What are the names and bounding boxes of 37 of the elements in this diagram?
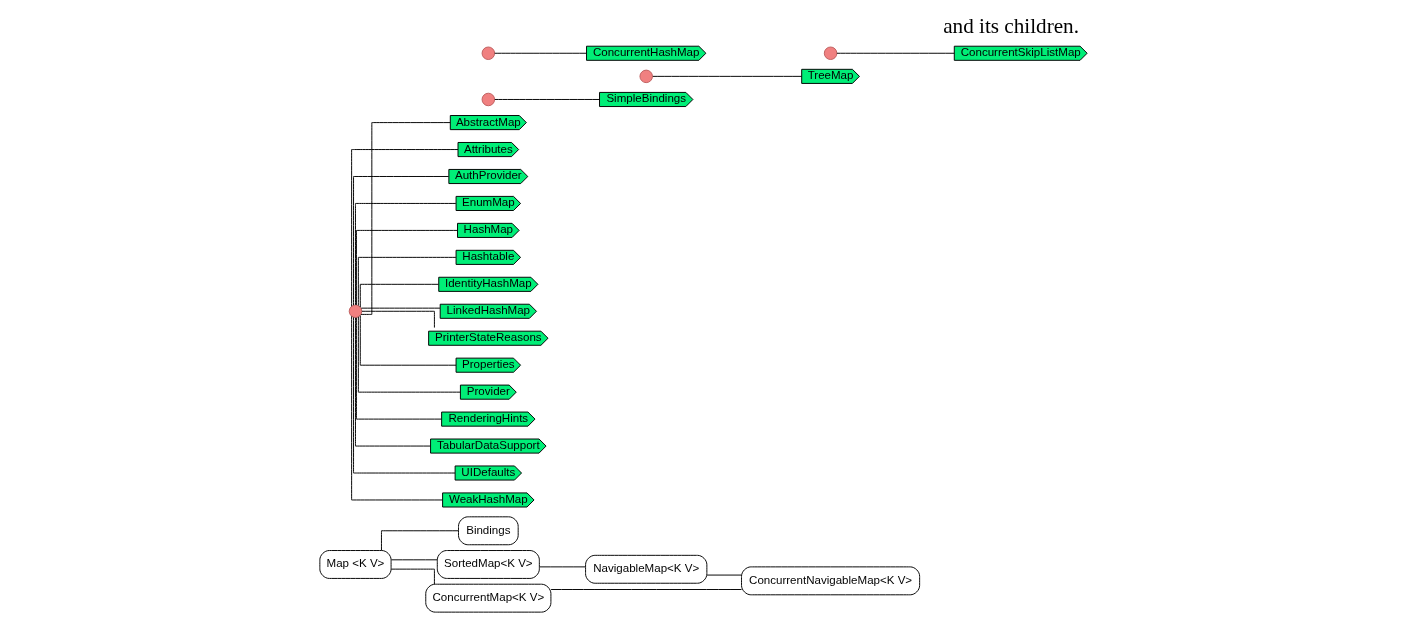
connector bbox=[355, 317, 442, 420]
caption: and its children. bbox=[943, 13, 1080, 38]
connector bbox=[355, 202, 457, 306]
connector bbox=[353, 316, 456, 474]
node-circle bbox=[348, 304, 363, 319]
connector bbox=[390, 568, 435, 585]
node-circle bbox=[481, 46, 496, 60]
connector bbox=[494, 99, 600, 100]
connector bbox=[652, 75, 802, 77]
node-circle bbox=[639, 69, 653, 84]
connector bbox=[539, 566, 586, 568]
node-box: Map <K V> bbox=[319, 550, 392, 579]
connector bbox=[550, 589, 742, 590]
node-circle bbox=[481, 92, 496, 107]
connector bbox=[381, 530, 459, 551]
connector bbox=[359, 315, 457, 366]
connector bbox=[361, 310, 435, 329]
node-box: Bindings bbox=[458, 516, 519, 546]
connector bbox=[360, 307, 441, 309]
connector bbox=[836, 52, 955, 54]
connector bbox=[359, 283, 439, 308]
connector bbox=[390, 559, 438, 561]
node-box: SortedMap<K V> bbox=[436, 550, 540, 579]
connector bbox=[494, 52, 587, 54]
connector bbox=[357, 316, 461, 393]
connector bbox=[706, 574, 742, 576]
node-box: ConcurrentMap<K V> bbox=[425, 583, 552, 613]
connector bbox=[355, 317, 431, 447]
connector bbox=[351, 315, 443, 501]
connector bbox=[355, 229, 458, 306]
connector bbox=[351, 149, 459, 307]
node-box: ConcurrentNavigableMap<K V> bbox=[741, 566, 921, 596]
connector bbox=[353, 176, 450, 306]
connector bbox=[357, 256, 457, 306]
node-box: NavigableMap<K V> bbox=[585, 554, 708, 584]
node-circle bbox=[823, 46, 838, 60]
connector bbox=[360, 122, 451, 315]
